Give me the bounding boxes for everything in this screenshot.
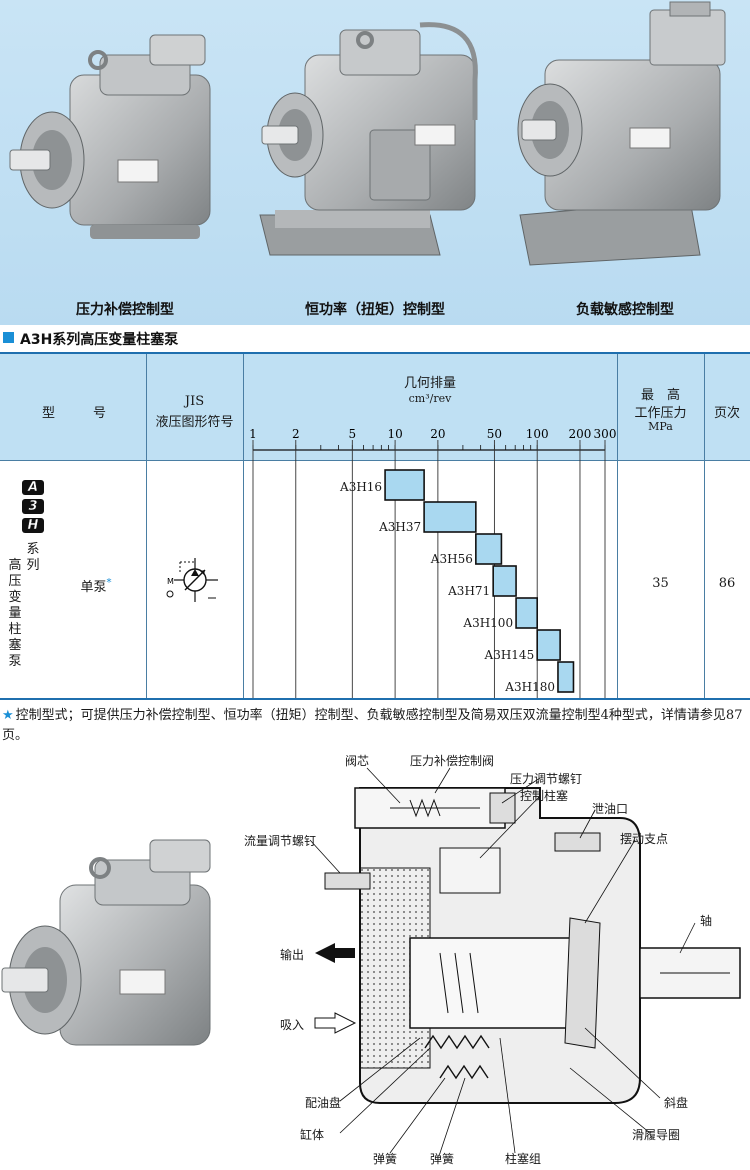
header-model-a: 型 [42, 406, 56, 421]
bar-model-label: A3H16 [340, 480, 383, 494]
series-char: 列 [26, 558, 40, 573]
header-jis-symbol: 液压图形符号 [155, 415, 234, 430]
outlet-arrow-icon [315, 943, 355, 963]
bar-model-label: A3H56 [430, 552, 473, 566]
jis-hydraulic-symbol-icon: M [166, 558, 218, 602]
displacement-range-bar [557, 661, 575, 693]
callout-flow-screw: 流量调节螺钉 [244, 834, 317, 848]
header-pressure-unit: MPa [648, 420, 673, 433]
x-tick-label: 2 [292, 427, 300, 441]
series-char: 系 [26, 542, 40, 557]
callout-control-piston: 控制柱塞 [520, 789, 569, 803]
x-tick-label: 1 [249, 427, 257, 441]
callout-shaft: 轴 [700, 914, 713, 928]
series-char: 变 [8, 590, 22, 605]
callout-compensator-valve: 压力补偿控制阀 [410, 754, 495, 768]
section-title: A3H系列高压变量柱塞泵 [20, 332, 179, 348]
pump-photo-large-icon [1, 839, 211, 1046]
header-displacement-unit: cm³/rev [408, 392, 452, 405]
callout-spring-1: 弹簧 [373, 1152, 398, 1166]
x-tick-label: 200 [569, 427, 592, 441]
series-letter: H [22, 518, 44, 533]
series-char: 塞 [8, 638, 22, 653]
displacement-range-bar [423, 501, 477, 533]
spec-table: 型 号 JIS 液压图形符号 几何排量 cm³/rev 最 高 工作压力 MPa… [0, 352, 750, 700]
series-description-column: 高 压 变 量 柱 塞 泵 [6, 558, 24, 670]
header-model-b: 号 [93, 406, 107, 421]
pump-type-label: 单泵 [80, 580, 107, 595]
pump-photo-pressure-compensator-icon [9, 34, 211, 239]
x-tick-label: 50 [487, 427, 502, 441]
bar-model-label: A3H71 [448, 584, 491, 598]
series-char: 量 [8, 606, 22, 621]
bar-model-label: A3H145 [484, 648, 535, 662]
header-max-pressure: 最 高 [640, 388, 680, 403]
product-card-pressure-compensator: 压力补偿控制型 [0, 0, 250, 325]
series-char: 高 [8, 558, 22, 573]
callout-valve-plate: 配油盘 [305, 1096, 342, 1110]
callout-outlet: 输出 [280, 948, 305, 962]
note-text: 控制型式；可提供压力补偿控制型、恒功率（扭矩）控制型、负载敏感控制型及简易双压双… [2, 708, 743, 743]
displacement-range-bar [384, 469, 425, 501]
table-divider [0, 460, 750, 461]
note-star-icon: ★ [2, 708, 14, 723]
pump-type-cell: 单泵* [46, 576, 146, 595]
callout-pivot: 摆动支点 [620, 832, 669, 846]
inlet-arrow-icon [314, 1012, 357, 1034]
callout-drain-port: 泄油口 [592, 802, 629, 816]
pump-photo-constant-power-icon [259, 22, 478, 256]
callout-pressure-screw: 压力调节螺钉 [510, 772, 583, 786]
series-char: 泵 [8, 654, 22, 669]
series-char: 压 [8, 574, 22, 589]
x-tick-label: 5 [349, 427, 357, 441]
callout-piston-group: 柱塞组 [505, 1152, 542, 1166]
callout-spring-2: 弹簧 [430, 1152, 455, 1166]
table-header-row [0, 354, 750, 460]
x-tick-label: 10 [387, 427, 402, 441]
bar-model-label: A3H37 [379, 520, 422, 534]
displacement-range-bar [536, 629, 561, 661]
section-marker-icon [3, 332, 14, 343]
svg-text:M: M [167, 577, 174, 586]
product-caption: 负载敏感控制型 [576, 302, 674, 318]
displacement-range-bar [475, 533, 503, 565]
series-label-column: 系 列 [24, 542, 42, 574]
product-caption: 恒功率（扭矩）控制型 [305, 302, 445, 318]
x-tick-label: 300 [594, 427, 617, 441]
x-tick-label: 20 [430, 427, 445, 441]
callout-shoe-guide: 滑履导圈 [632, 1128, 681, 1142]
header-displacement: 几何排量 [403, 376, 456, 391]
header-jis: JIS [184, 394, 205, 409]
callout-valve-core: 阀芯 [345, 754, 370, 768]
series-letter: 3 [22, 499, 44, 514]
header-working-pressure: 工作压力 [634, 406, 687, 421]
section-header: A3H系列高压变量柱塞泵 [0, 328, 750, 350]
callout-cylinder: 缸体 [300, 1128, 325, 1142]
series-letter: A [22, 480, 44, 495]
displacement-range-bar [515, 597, 539, 629]
series-char: 柱 [8, 622, 22, 637]
bar-model-label: A3H180 [505, 680, 555, 694]
displacement-range-bar [492, 565, 517, 597]
pump-cutaway-diagram [309, 767, 741, 1154]
callout-inlet: 吸入 [280, 1018, 305, 1032]
product-caption: 压力补偿控制型 [76, 302, 174, 318]
bar-model-label: A3H100 [463, 616, 514, 630]
callout-swash-plate: 斜盘 [664, 1096, 689, 1110]
product-card-load-sensing: 负载敏感控制型 [500, 0, 750, 325]
page-number-value: 86 [718, 576, 736, 591]
x-tick-label: 100 [526, 427, 549, 441]
product-card-constant-power: 恒功率（扭矩）控制型 [250, 0, 500, 325]
product-photo-band: 压力补偿控制型 恒功率（扭矩）控制型 [0, 0, 750, 325]
header-page: 页次 [713, 406, 740, 421]
pump-photo-load-sensing-icon [517, 1, 726, 266]
control-type-note: ★控制型式；可提供压力补偿控制型、恒功率（扭矩）控制型、负载敏感控制型及简易双压… [2, 706, 748, 746]
pump-type-star: * [106, 577, 112, 589]
max-pressure-value: 35 [652, 576, 669, 591]
